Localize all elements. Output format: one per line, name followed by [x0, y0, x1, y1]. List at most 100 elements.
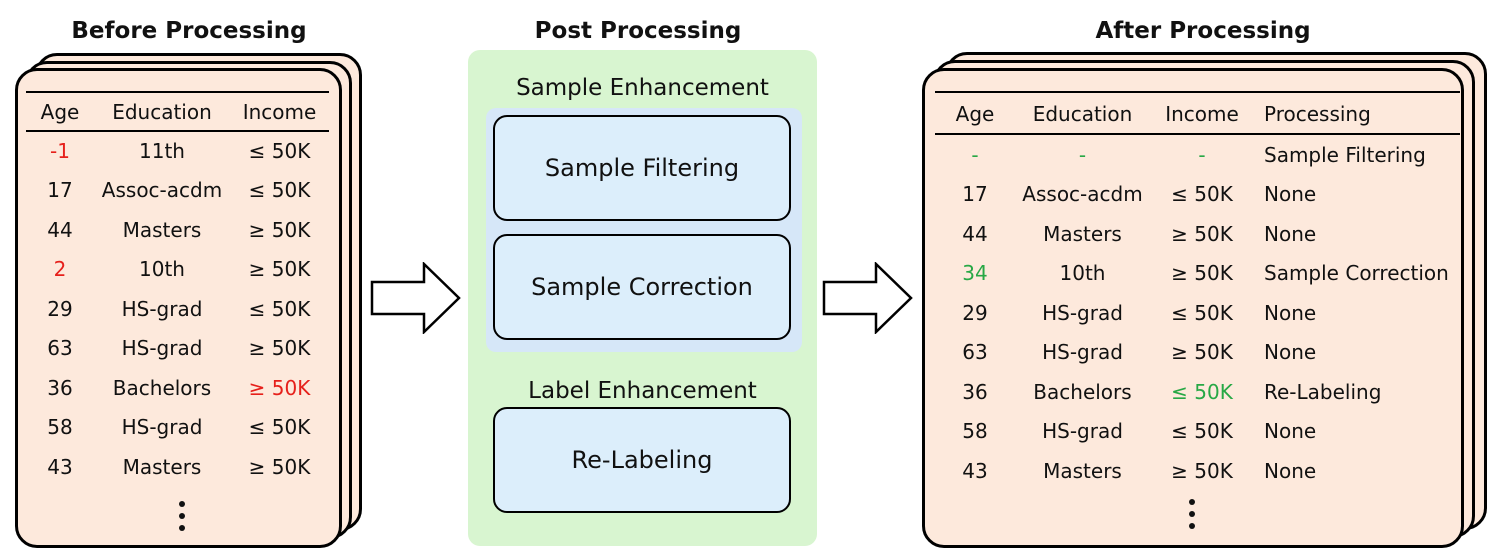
before-income-cell: ≥ 50K	[248, 375, 311, 400]
after-processing-cell: Sample Filtering	[1264, 142, 1426, 167]
sample-filtering-box: Sample Filtering	[493, 115, 791, 221]
before-income-cell: ≥ 50K	[248, 336, 311, 361]
after-header-row: Age Education Income Processing	[935, 93, 1460, 135]
before-table: Age Education Income -1 11th ≤ 50K 17 Assoc-…	[26, 93, 329, 487]
after-processing-title: After Processing	[1095, 18, 1311, 44]
before-education-cell: Masters	[122, 454, 202, 479]
before-education-cell: Assoc-acdm	[101, 178, 223, 203]
before-table-row: 44 Masters ≥ 50K	[26, 210, 329, 250]
before-education-cell: Masters	[122, 217, 202, 242]
after-processing-cell: Re-Labeling	[1264, 379, 1382, 404]
sample-correction-box: Sample Correction	[493, 234, 791, 340]
before-income-cell: ≤ 50K	[248, 178, 311, 203]
before-age-cell: 2	[53, 257, 67, 282]
after-table-row: 58 HS-grad ≤ 50K None	[935, 412, 1460, 452]
after-income-cell: ≤ 50K	[1171, 182, 1233, 207]
before-table-row: 58 HS-grad ≤ 50K	[26, 408, 329, 448]
before-table-row: 43 Masters ≥ 50K	[26, 447, 329, 487]
after-processing-cell: None	[1264, 458, 1317, 483]
after-table-row: 63 HS-grad ≥ 50K None	[935, 333, 1460, 373]
after-education-cell: Masters	[1043, 458, 1122, 483]
after-education-cell: HS-grad	[1042, 300, 1123, 325]
after-education-cell: HS-grad	[1042, 419, 1123, 444]
sample-enhancement-label: Sample Enhancement	[516, 75, 769, 101]
before-header-row: Age Education Income	[26, 93, 329, 131]
after-processing-cell: None	[1264, 419, 1317, 444]
before-income-cell: ≥ 50K	[248, 257, 311, 282]
after-processing-cell: None	[1264, 300, 1317, 325]
before-income-cell: ≥ 50K	[248, 217, 311, 242]
after-processing-cell: Sample Correction	[1264, 261, 1449, 286]
before-age-cell: 63	[47, 336, 73, 361]
after-income-cell: ≤ 50K	[1171, 379, 1233, 404]
after-card: Age Education Income Processing - - - Sampl…	[922, 68, 1464, 548]
after-age-cell: 17	[962, 182, 988, 207]
after-age-cell: 63	[962, 340, 988, 365]
before-age-cell: -1	[50, 138, 70, 163]
before-age-cell: 17	[47, 178, 73, 203]
after-header-processing: Processing	[1264, 102, 1371, 126]
after-age-cell: -	[971, 142, 979, 167]
after-header-age: Age	[955, 102, 995, 126]
after-header-income: Income	[1165, 102, 1239, 126]
label-enhancement-label: Label Enhancement	[528, 378, 757, 404]
before-age-cell: 44	[47, 217, 73, 242]
before-header-education: Education	[112, 100, 212, 124]
after-education-cell: Masters	[1043, 221, 1122, 246]
after-income-cell: ≥ 50K	[1171, 340, 1233, 365]
after-table-row: 36 Bachelors ≤ 50K Re-Labeling	[935, 372, 1460, 412]
before-income-cell: ≥ 50K	[248, 454, 311, 479]
after-processing-cell: None	[1264, 182, 1317, 207]
right-arrow-icon-2	[822, 262, 913, 334]
after-header-rule	[935, 133, 1460, 135]
after-age-cell: 58	[962, 419, 988, 444]
before-education-cell: Bachelors	[112, 375, 212, 400]
after-age-cell: 36	[962, 379, 988, 404]
after-education-cell: Bachelors	[1033, 379, 1132, 404]
after-table-row: - - - Sample Filtering	[935, 135, 1460, 175]
after-income-cell: -	[1198, 142, 1206, 167]
before-education-cell: 11th	[139, 138, 185, 163]
after-table-row: 43 Masters ≥ 50K None	[935, 451, 1460, 491]
before-age-cell: 58	[47, 415, 73, 440]
before-age-cell: 43	[47, 454, 73, 479]
before-ellipsis	[177, 501, 187, 537]
after-table: Age Education Income Processing - - - Sampl…	[935, 93, 1460, 491]
right-arrow-icon	[370, 262, 461, 334]
after-education-cell: -	[1078, 142, 1087, 167]
before-table-row: 36 Bachelors ≥ 50K	[26, 368, 329, 408]
after-processing-cell: None	[1264, 221, 1317, 246]
before-income-cell: ≤ 50K	[248, 296, 311, 321]
before-header-income: Income	[242, 100, 317, 124]
before-header-rule	[26, 130, 329, 132]
before-income-cell: ≤ 50K	[248, 415, 311, 440]
before-header-age: Age	[40, 100, 80, 124]
before-education-cell: HS-grad	[121, 415, 203, 440]
after-age-cell: 29	[962, 300, 988, 325]
before-card: Age Education Income -1 11th ≤ 50K 17 Assoc-…	[15, 68, 342, 548]
after-processing-cell: None	[1264, 340, 1317, 365]
after-income-cell: ≤ 50K	[1171, 419, 1233, 444]
after-education-cell: HS-grad	[1042, 340, 1123, 365]
before-processing-title: Before Processing	[71, 18, 307, 44]
after-education-cell: Assoc-acdm	[1022, 182, 1143, 207]
before-education-cell: HS-grad	[121, 296, 203, 321]
before-age-cell: 36	[47, 375, 73, 400]
before-top-rule	[26, 91, 329, 93]
after-age-cell: 44	[962, 221, 988, 246]
after-age-cell: 34	[962, 261, 988, 286]
after-education-cell: 10th	[1059, 261, 1106, 286]
relabeling-box: Re-Labeling	[493, 407, 791, 513]
after-age-cell: 43	[962, 458, 988, 483]
before-education-cell: HS-grad	[121, 336, 203, 361]
before-table-row: 17 Assoc-acdm ≤ 50K	[26, 171, 329, 211]
after-table-row: 17 Assoc-acdm ≤ 50K None	[935, 175, 1460, 215]
before-table-row: 63 HS-grad ≥ 50K	[26, 329, 329, 369]
after-income-cell: ≥ 50K	[1171, 458, 1233, 483]
